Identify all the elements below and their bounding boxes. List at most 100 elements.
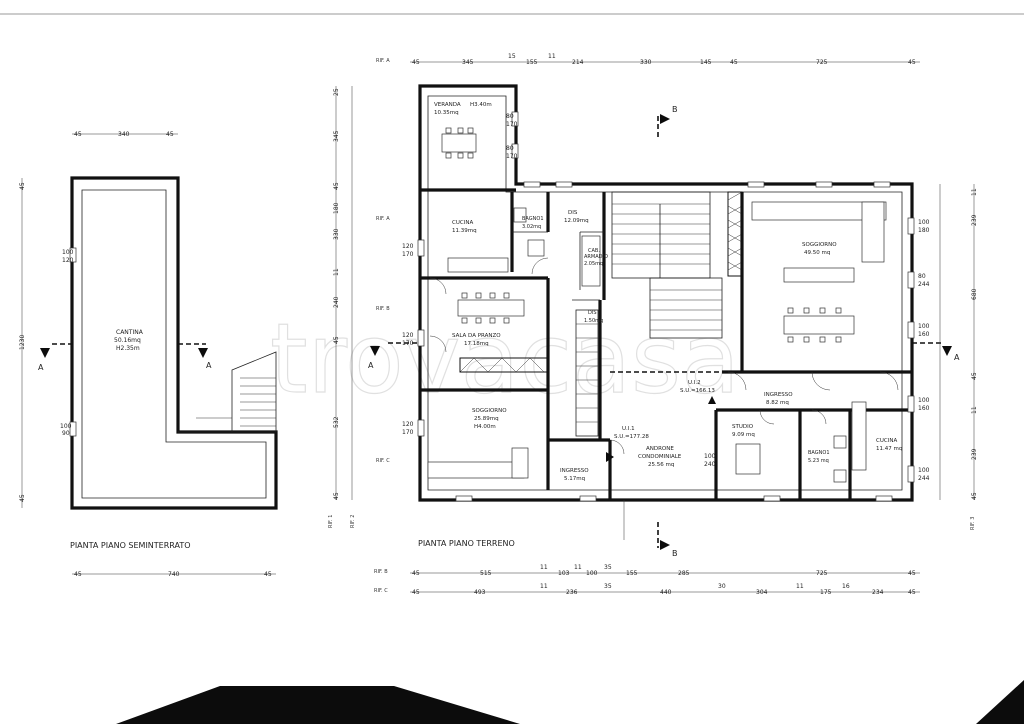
hatch-pattern bbox=[727, 191, 743, 271]
ref-label: RIF. B bbox=[374, 569, 388, 575]
dim-label: 45 bbox=[908, 589, 916, 596]
dim-label: 244 bbox=[918, 475, 930, 482]
dim-label: 170 bbox=[506, 121, 518, 128]
unit-label-ui1: U.I.1 bbox=[622, 426, 635, 432]
room-area-bagno: 5.23 mq bbox=[808, 458, 829, 464]
dim-label: 340 bbox=[118, 131, 130, 138]
window bbox=[907, 217, 915, 235]
dim-label: 80 bbox=[506, 113, 514, 120]
central-stair bbox=[575, 191, 723, 437]
ref-label: RIF. 3 bbox=[970, 517, 976, 530]
ref-label: RIF. C bbox=[374, 588, 388, 594]
dim-label: 180 bbox=[333, 202, 340, 214]
toilet-icon bbox=[513, 207, 527, 223]
window bbox=[907, 271, 915, 289]
kitchen-counter bbox=[447, 257, 509, 273]
door-swing bbox=[429, 277, 447, 295]
scan-shadow bbox=[976, 680, 1024, 724]
section-mark-a: A bbox=[954, 353, 960, 362]
dim-label: 170 bbox=[402, 251, 414, 258]
dim-label: 15 bbox=[508, 53, 516, 60]
window bbox=[747, 181, 765, 188]
door-swing bbox=[609, 439, 625, 455]
dim-label: 160 bbox=[918, 331, 930, 338]
scan-shadow bbox=[116, 686, 520, 724]
entry-arrow-icon bbox=[708, 396, 716, 404]
veranda-table bbox=[441, 133, 477, 153]
dim-label: 239 bbox=[971, 448, 978, 460]
dim-label: 100 bbox=[918, 219, 930, 226]
dim-label: 240 bbox=[333, 296, 340, 308]
section-arrow-icon bbox=[942, 346, 952, 356]
dim-label: 45 bbox=[412, 589, 420, 596]
dim-label: 493 bbox=[474, 589, 486, 596]
dim-label: 30 bbox=[718, 583, 726, 590]
room-name-armadio: ARMADIO bbox=[584, 254, 608, 260]
toilet-icon bbox=[833, 469, 847, 483]
window bbox=[763, 495, 781, 502]
room-area-soggiorno: 25.89mq bbox=[474, 416, 499, 422]
dim-label: 45 bbox=[74, 571, 82, 578]
window bbox=[907, 321, 915, 339]
room-name-cucina: CUCINA bbox=[876, 438, 897, 444]
dim-label: 100 bbox=[60, 423, 72, 430]
room-area-cantina: 50.16mq bbox=[114, 337, 141, 344]
plan-title-basement: PIANTA PIANO SEMINTERRATO bbox=[70, 541, 191, 550]
room-area-bagno: 3.02mq bbox=[522, 224, 541, 230]
window bbox=[417, 329, 425, 347]
dim-label: 740 bbox=[168, 571, 180, 578]
ground-floor-plan: VERANDA H3.40m 10.35mq CUCINA 11.39mq BA… bbox=[368, 84, 960, 558]
dim-label: 45 bbox=[730, 59, 738, 66]
window bbox=[875, 495, 893, 502]
room-area-ingresso: 5.17mq bbox=[564, 476, 585, 482]
dim-label: 725 bbox=[816, 59, 828, 66]
ref-label: RIF. 2 bbox=[350, 515, 356, 528]
dim-label: 170 bbox=[402, 340, 414, 347]
room-name-cucina: CUCINA bbox=[452, 220, 473, 226]
dim-label: 45 bbox=[971, 372, 978, 380]
sink-icon bbox=[833, 435, 847, 449]
dimension-right: 11 239 680 45 11 239 45 RIF. 3 bbox=[970, 184, 978, 530]
basement-outline bbox=[70, 176, 278, 510]
door-swing bbox=[531, 257, 549, 275]
room-name-ingresso: INGRESSO bbox=[560, 468, 589, 474]
room-name-cab: CAB. bbox=[588, 248, 600, 254]
dim-label: 120 bbox=[402, 243, 414, 250]
dim-label: 90 bbox=[62, 430, 70, 437]
dim-label: 234 bbox=[872, 589, 884, 596]
ref-label: RIF. A bbox=[376, 58, 390, 64]
dim-label: 170 bbox=[402, 429, 414, 436]
dim-label: 45 bbox=[19, 182, 26, 190]
room-area-cab: 2.05mq bbox=[584, 261, 603, 267]
dim-label: 515 bbox=[480, 570, 492, 577]
dim-label: 45 bbox=[908, 59, 916, 66]
dim-label: 440 bbox=[660, 589, 672, 596]
dim-label: 11 bbox=[971, 188, 978, 196]
room-area-veranda: 10.35mq bbox=[434, 110, 459, 116]
room-name-veranda: VERANDA bbox=[434, 102, 461, 108]
basement-window-2 bbox=[69, 421, 77, 437]
unit-area-ui2: S.U.=166.13 bbox=[680, 388, 715, 394]
room-height-cantina: H2.35m bbox=[116, 345, 140, 352]
dim-label: 45 bbox=[166, 131, 174, 138]
window bbox=[417, 419, 425, 437]
dim-label: 45 bbox=[971, 492, 978, 500]
room-name-soggiorno: SOGGIORNO bbox=[472, 408, 507, 414]
section-mark-a: A bbox=[206, 361, 212, 370]
dim-label: 100 bbox=[586, 570, 598, 577]
window bbox=[579, 495, 597, 502]
dim-label: 120 bbox=[402, 421, 414, 428]
room-name-bagno: BAGNO1 bbox=[808, 450, 830, 456]
entry-arrow-icon bbox=[606, 452, 614, 462]
window bbox=[523, 181, 541, 188]
dim-label: 45 bbox=[333, 336, 340, 344]
dim-label: 120 bbox=[402, 332, 414, 339]
window bbox=[815, 181, 833, 188]
ref-label: RIF. A bbox=[376, 216, 390, 222]
door-swing bbox=[811, 409, 827, 425]
ref-label: RIF. C bbox=[376, 458, 390, 464]
section-mark-b: B bbox=[672, 549, 678, 558]
kitchen-counter-2 bbox=[851, 401, 867, 471]
room-name-dis: DIS bbox=[588, 310, 597, 316]
